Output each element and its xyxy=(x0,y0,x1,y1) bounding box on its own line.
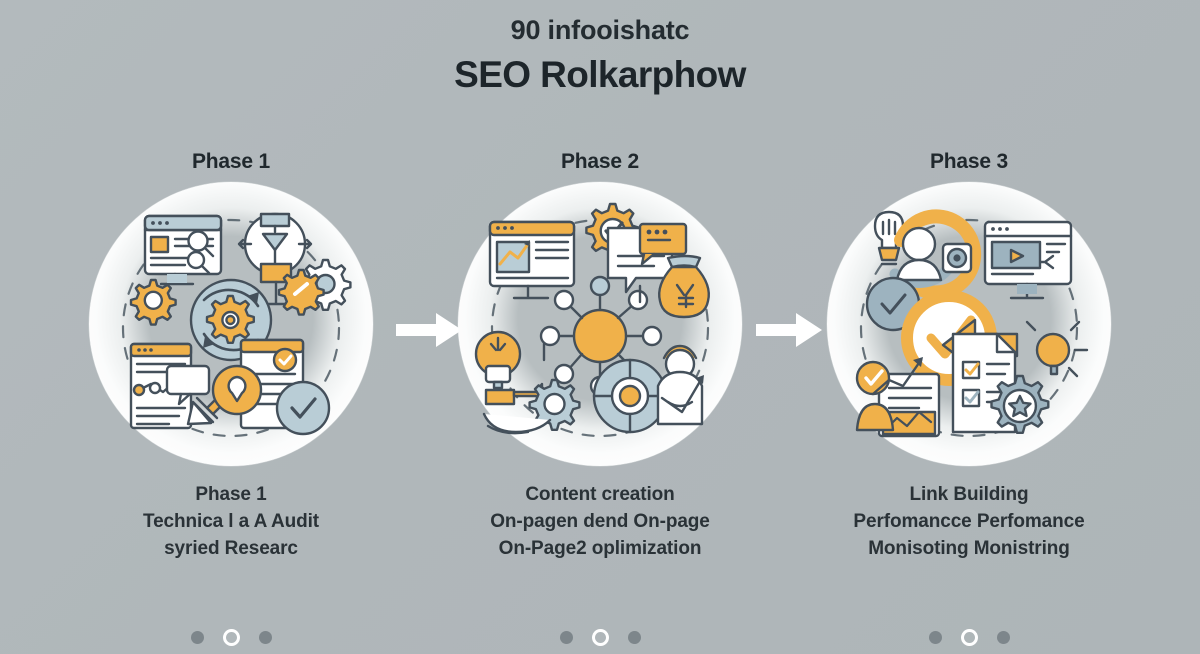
caption-title-2: Content creation xyxy=(525,484,675,505)
phase-heading-3: Phase 3 xyxy=(930,150,1008,173)
dot-indicator-active[interactable] xyxy=(960,629,978,646)
page-title: 90 infooishatc SEO Rolkarphow xyxy=(0,14,1200,99)
title-kicker: 90 infooishatc xyxy=(510,15,690,45)
phase-column-2: Phase 2 xyxy=(435,150,765,646)
phase-dots-2 xyxy=(559,629,641,646)
phase-dots-3 xyxy=(928,629,1010,646)
caption-line-3-1: Perfomancce Perfomance xyxy=(853,510,1085,532)
link-building-illustration xyxy=(855,209,1089,438)
dot-indicator-active[interactable] xyxy=(591,629,609,646)
phase-column-3: Phase 3 xyxy=(804,150,1134,646)
phase-heading-2: Phase 2 xyxy=(561,150,639,173)
dot-indicator[interactable] xyxy=(559,631,573,644)
dot-indicator[interactable] xyxy=(258,631,272,644)
caption-line-1-2: syried Researc xyxy=(164,537,298,559)
caption-title-1: Phase 1 xyxy=(195,484,267,505)
caption-line-2-2: On-Page2 oplimization xyxy=(498,537,702,559)
caption-line-3-2: Monisoting Monistring xyxy=(868,537,1070,559)
phase-caption-2: Content creation On-pagen dend On-page O… xyxy=(430,482,770,563)
phase-illustration-2 xyxy=(458,182,742,466)
dot-indicator[interactable] xyxy=(996,631,1010,644)
dot-indicator[interactable] xyxy=(928,631,942,644)
content-creation-illustration xyxy=(474,202,710,438)
dot-indicator[interactable] xyxy=(627,631,641,644)
phase-column-1: Phase 1 xyxy=(66,150,396,646)
phase-heading-1: Phase 1 xyxy=(192,150,270,173)
phase-illustration-3 xyxy=(827,182,1111,466)
phase-columns: Phase 1 xyxy=(0,150,1200,646)
phase-caption-3: Link Building Perfomancce Perfomance Mon… xyxy=(799,482,1139,563)
phase-illustration-1 xyxy=(89,182,373,466)
caption-title-3: Link Building xyxy=(909,484,1029,505)
caption-line-1-1: Technica l a A Audit xyxy=(142,510,320,532)
dot-indicator-active[interactable] xyxy=(222,629,240,646)
title-main: SEO Rolkarphow xyxy=(454,54,746,96)
dot-indicator[interactable] xyxy=(190,631,204,644)
caption-line-2-1: On-pagen dend On-page xyxy=(490,510,710,532)
arrow-phase2-to-phase3 xyxy=(756,313,822,347)
phase-dots-1 xyxy=(190,629,272,646)
seo-audit-illustration xyxy=(121,212,352,438)
arrow-phase1-to-phase2 xyxy=(396,313,462,347)
phase-caption-1: Phase 1 Technica l a A Audit syried Rese… xyxy=(61,482,401,563)
